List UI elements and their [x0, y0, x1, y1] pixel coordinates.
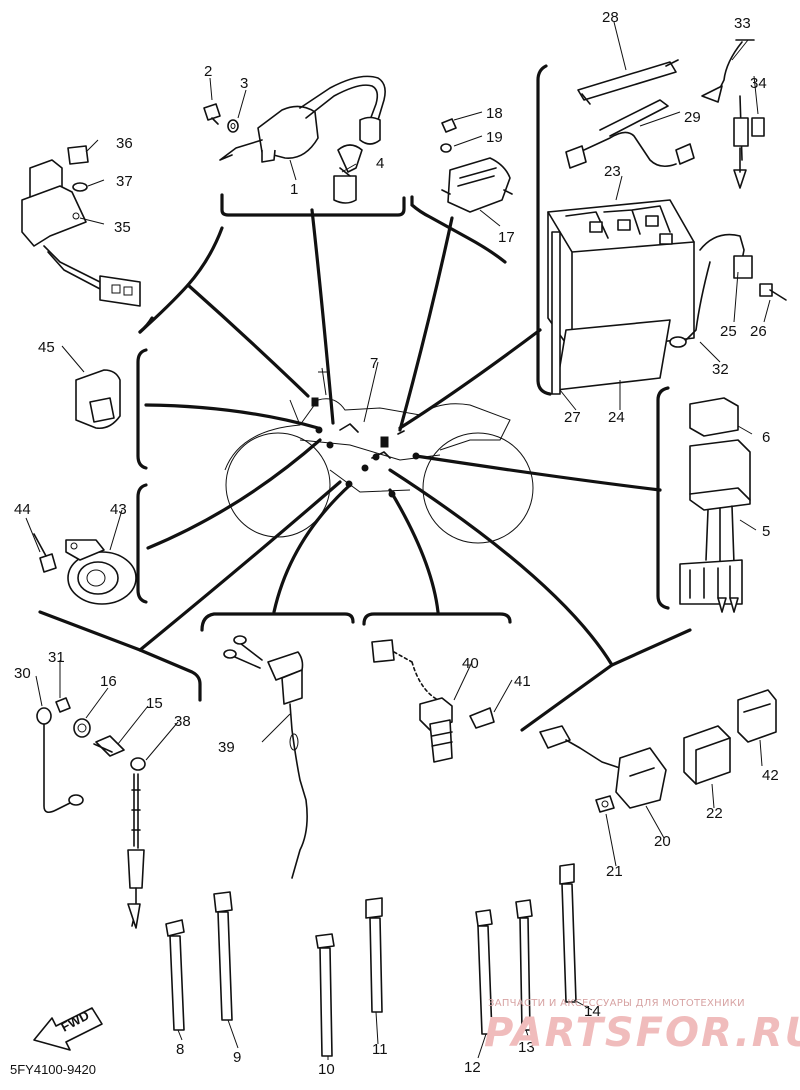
callout-32: 32: [712, 361, 729, 378]
callout-1: 1: [290, 181, 298, 198]
callout-13: 13: [518, 1039, 535, 1056]
callout-9: 9: [233, 1049, 241, 1066]
ground-leads: [36, 697, 146, 929]
battery-group: [547, 39, 787, 395]
callout-6: 6: [762, 429, 770, 446]
callout-12: 12: [464, 1059, 481, 1076]
callout-8: 8: [176, 1041, 184, 1058]
cable-ties: [165, 863, 577, 1057]
callout-43: 43: [110, 501, 127, 518]
callout-33: 33: [734, 15, 751, 32]
callout-14: 14: [584, 1003, 601, 1020]
leader-lines: [138, 208, 662, 667]
drawing-code: 5FY4100-9420: [10, 1062, 96, 1077]
callout-22: 22: [706, 805, 723, 822]
callout-2: 2: [204, 63, 212, 80]
rectifier-regulator: [440, 118, 513, 213]
callout-10: 10: [318, 1061, 335, 1078]
group-brackets: [38, 64, 692, 732]
watermark-logo: PARTSFOR.RU: [484, 1010, 800, 1056]
callout-28: 28: [602, 9, 619, 26]
callout-24: 24: [608, 409, 625, 426]
callout-40: 40: [462, 655, 479, 672]
callout-5: 5: [762, 523, 770, 540]
callout-18: 18: [486, 105, 503, 122]
callout-20: 20: [654, 833, 671, 850]
callout-34: 34: [750, 75, 767, 92]
watermark: ЗАПЧАСТИ И АКСЕССУАРЫ ДЛЯ МОТОТЕХНИКИ PA…: [484, 998, 800, 1056]
callout-26: 26: [750, 323, 767, 340]
callout-36: 36: [116, 135, 133, 152]
callout-17: 17: [498, 229, 515, 246]
callout-15: 15: [146, 695, 163, 712]
callout-37: 37: [116, 173, 133, 190]
relay: [75, 369, 121, 430]
callout-45: 45: [38, 339, 55, 356]
neutral-switch: [223, 635, 308, 879]
horn: [33, 533, 137, 605]
callout-27: 27: [564, 409, 581, 426]
callout-16: 16: [100, 673, 117, 690]
forward-arrow: FWD: [33, 1007, 103, 1051]
callout-41: 41: [514, 673, 531, 690]
callout-21: 21: [606, 863, 623, 880]
callout-lines: [25, 21, 771, 1060]
callout-3: 3: [240, 75, 248, 92]
callout-7: 7: [370, 355, 378, 372]
callout-25: 25: [720, 323, 737, 340]
callout-4: 4: [376, 155, 384, 172]
callout-31: 31: [48, 649, 65, 666]
callout-39: 39: [218, 739, 235, 756]
callout-44: 44: [14, 501, 31, 518]
callout-19: 19: [486, 129, 503, 146]
sensor: [371, 639, 495, 763]
main-switch: [21, 145, 141, 307]
callout-11: 11: [372, 1041, 388, 1058]
callout-42: 42: [762, 767, 779, 784]
ignition-coil: [219, 75, 386, 163]
spark-plug-cap: [333, 144, 363, 204]
callout-numbers: 1 2 3 4 5 6 7 8 9 10 11 12 13 14 15 16 1…: [14, 9, 779, 1078]
callout-35: 35: [114, 219, 131, 236]
callout-38: 38: [174, 713, 191, 730]
switch-and-relays: [539, 689, 777, 813]
callout-30: 30: [14, 665, 31, 682]
frame-silhouette: [224, 367, 534, 544]
callout-23: 23: [604, 163, 621, 180]
coil-bolt: [203, 103, 239, 133]
flasher-relay: [679, 397, 751, 613]
watermark-tagline: ЗАПЧАСТИ И АКСЕССУАРЫ ДЛЯ МОТОТЕХНИКИ: [488, 998, 745, 1009]
callout-29: 29: [684, 109, 701, 126]
